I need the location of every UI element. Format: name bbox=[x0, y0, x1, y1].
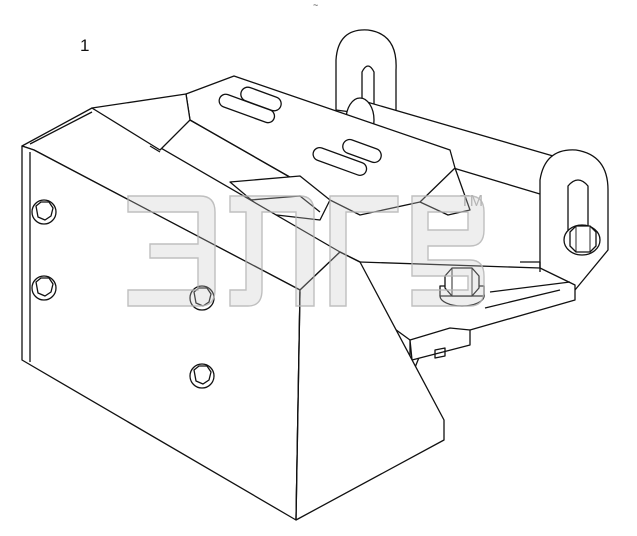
top-mark: ~ bbox=[313, 0, 319, 10]
front-housing bbox=[21, 93, 445, 521]
housing-bolt-1 bbox=[31, 199, 57, 225]
bracket-bolt bbox=[563, 224, 601, 256]
watermark-trademark: TM bbox=[460, 193, 483, 210]
housing-bolt-2 bbox=[31, 275, 57, 301]
top-slotted-plate bbox=[185, 75, 471, 216]
watermark-logo bbox=[127, 195, 485, 307]
callout-number: 1 bbox=[80, 36, 90, 55]
housing-bolt-4 bbox=[189, 363, 215, 389]
rear-bracket-right bbox=[539, 149, 609, 291]
housing-bolt-3 bbox=[189, 285, 215, 311]
